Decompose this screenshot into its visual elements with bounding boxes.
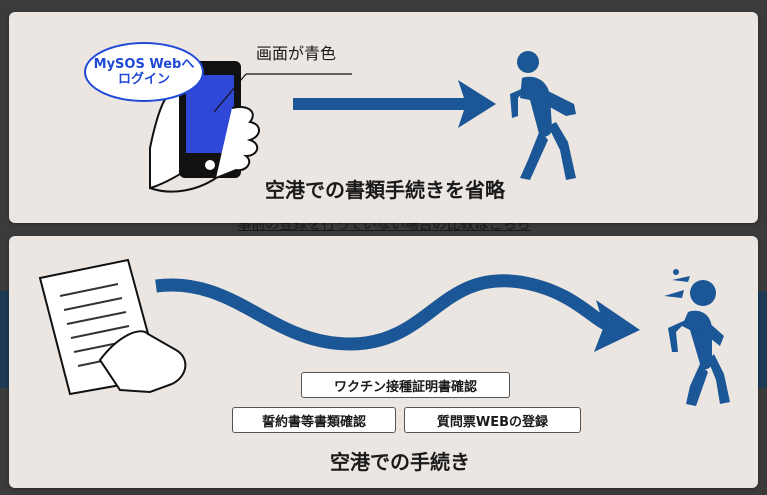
- pledge-documents-tag: 誓約書等書類確認: [232, 407, 396, 433]
- questionnaire-registration-tag: 質問票WEBの登録: [404, 407, 581, 433]
- vaccine-certificate-tag: ワクチン接種証明書確認: [301, 372, 510, 398]
- arrow-right-icon: [293, 80, 496, 128]
- fast-track-caption: 空港での書類手続きを省略: [265, 178, 505, 202]
- screen-color-label: 画面が青色: [256, 44, 337, 63]
- bubble-line-2: ログイン: [117, 72, 170, 87]
- walking-person-icon: [510, 51, 576, 180]
- sweating-walking-person-icon: [664, 269, 730, 406]
- bubble-line-1: MySOS Webへ: [93, 57, 195, 72]
- wavy-arrow-icon: [155, 274, 640, 352]
- standard-procedure-caption: 空港での手続き: [330, 450, 470, 474]
- mysos-login-bubble: MySOS Webへ ログイン: [84, 42, 204, 102]
- smartphone-in-hand-icon: [149, 61, 352, 193]
- document-in-hand-icon: [38, 258, 187, 396]
